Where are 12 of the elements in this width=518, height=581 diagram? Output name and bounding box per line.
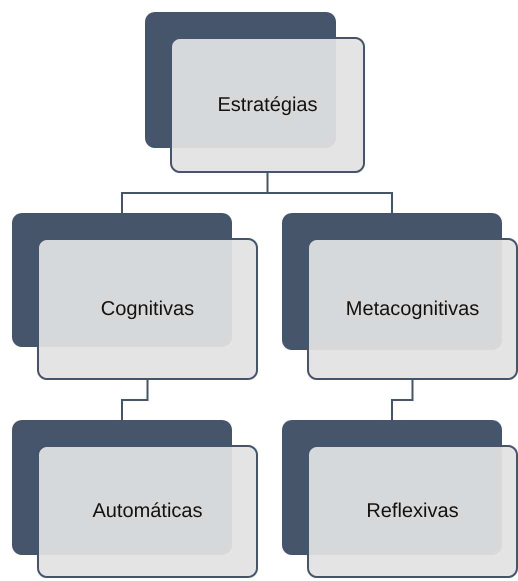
stacked-box bbox=[12, 213, 258, 380]
box-label: Automáticas bbox=[92, 500, 203, 523]
connector-line bbox=[391, 380, 414, 420]
connector-line bbox=[121, 380, 148, 420]
box-label: Estratégias bbox=[217, 94, 318, 116]
box-label: Reflexivas bbox=[366, 500, 459, 523]
stacked-box bbox=[282, 213, 518, 380]
box-label: Cognitivas bbox=[100, 298, 194, 320]
stacked-box bbox=[282, 420, 518, 578]
box-label: Metacognitivas bbox=[346, 298, 480, 320]
stacked-box bbox=[145, 12, 365, 173]
stacked-box bbox=[12, 420, 258, 578]
